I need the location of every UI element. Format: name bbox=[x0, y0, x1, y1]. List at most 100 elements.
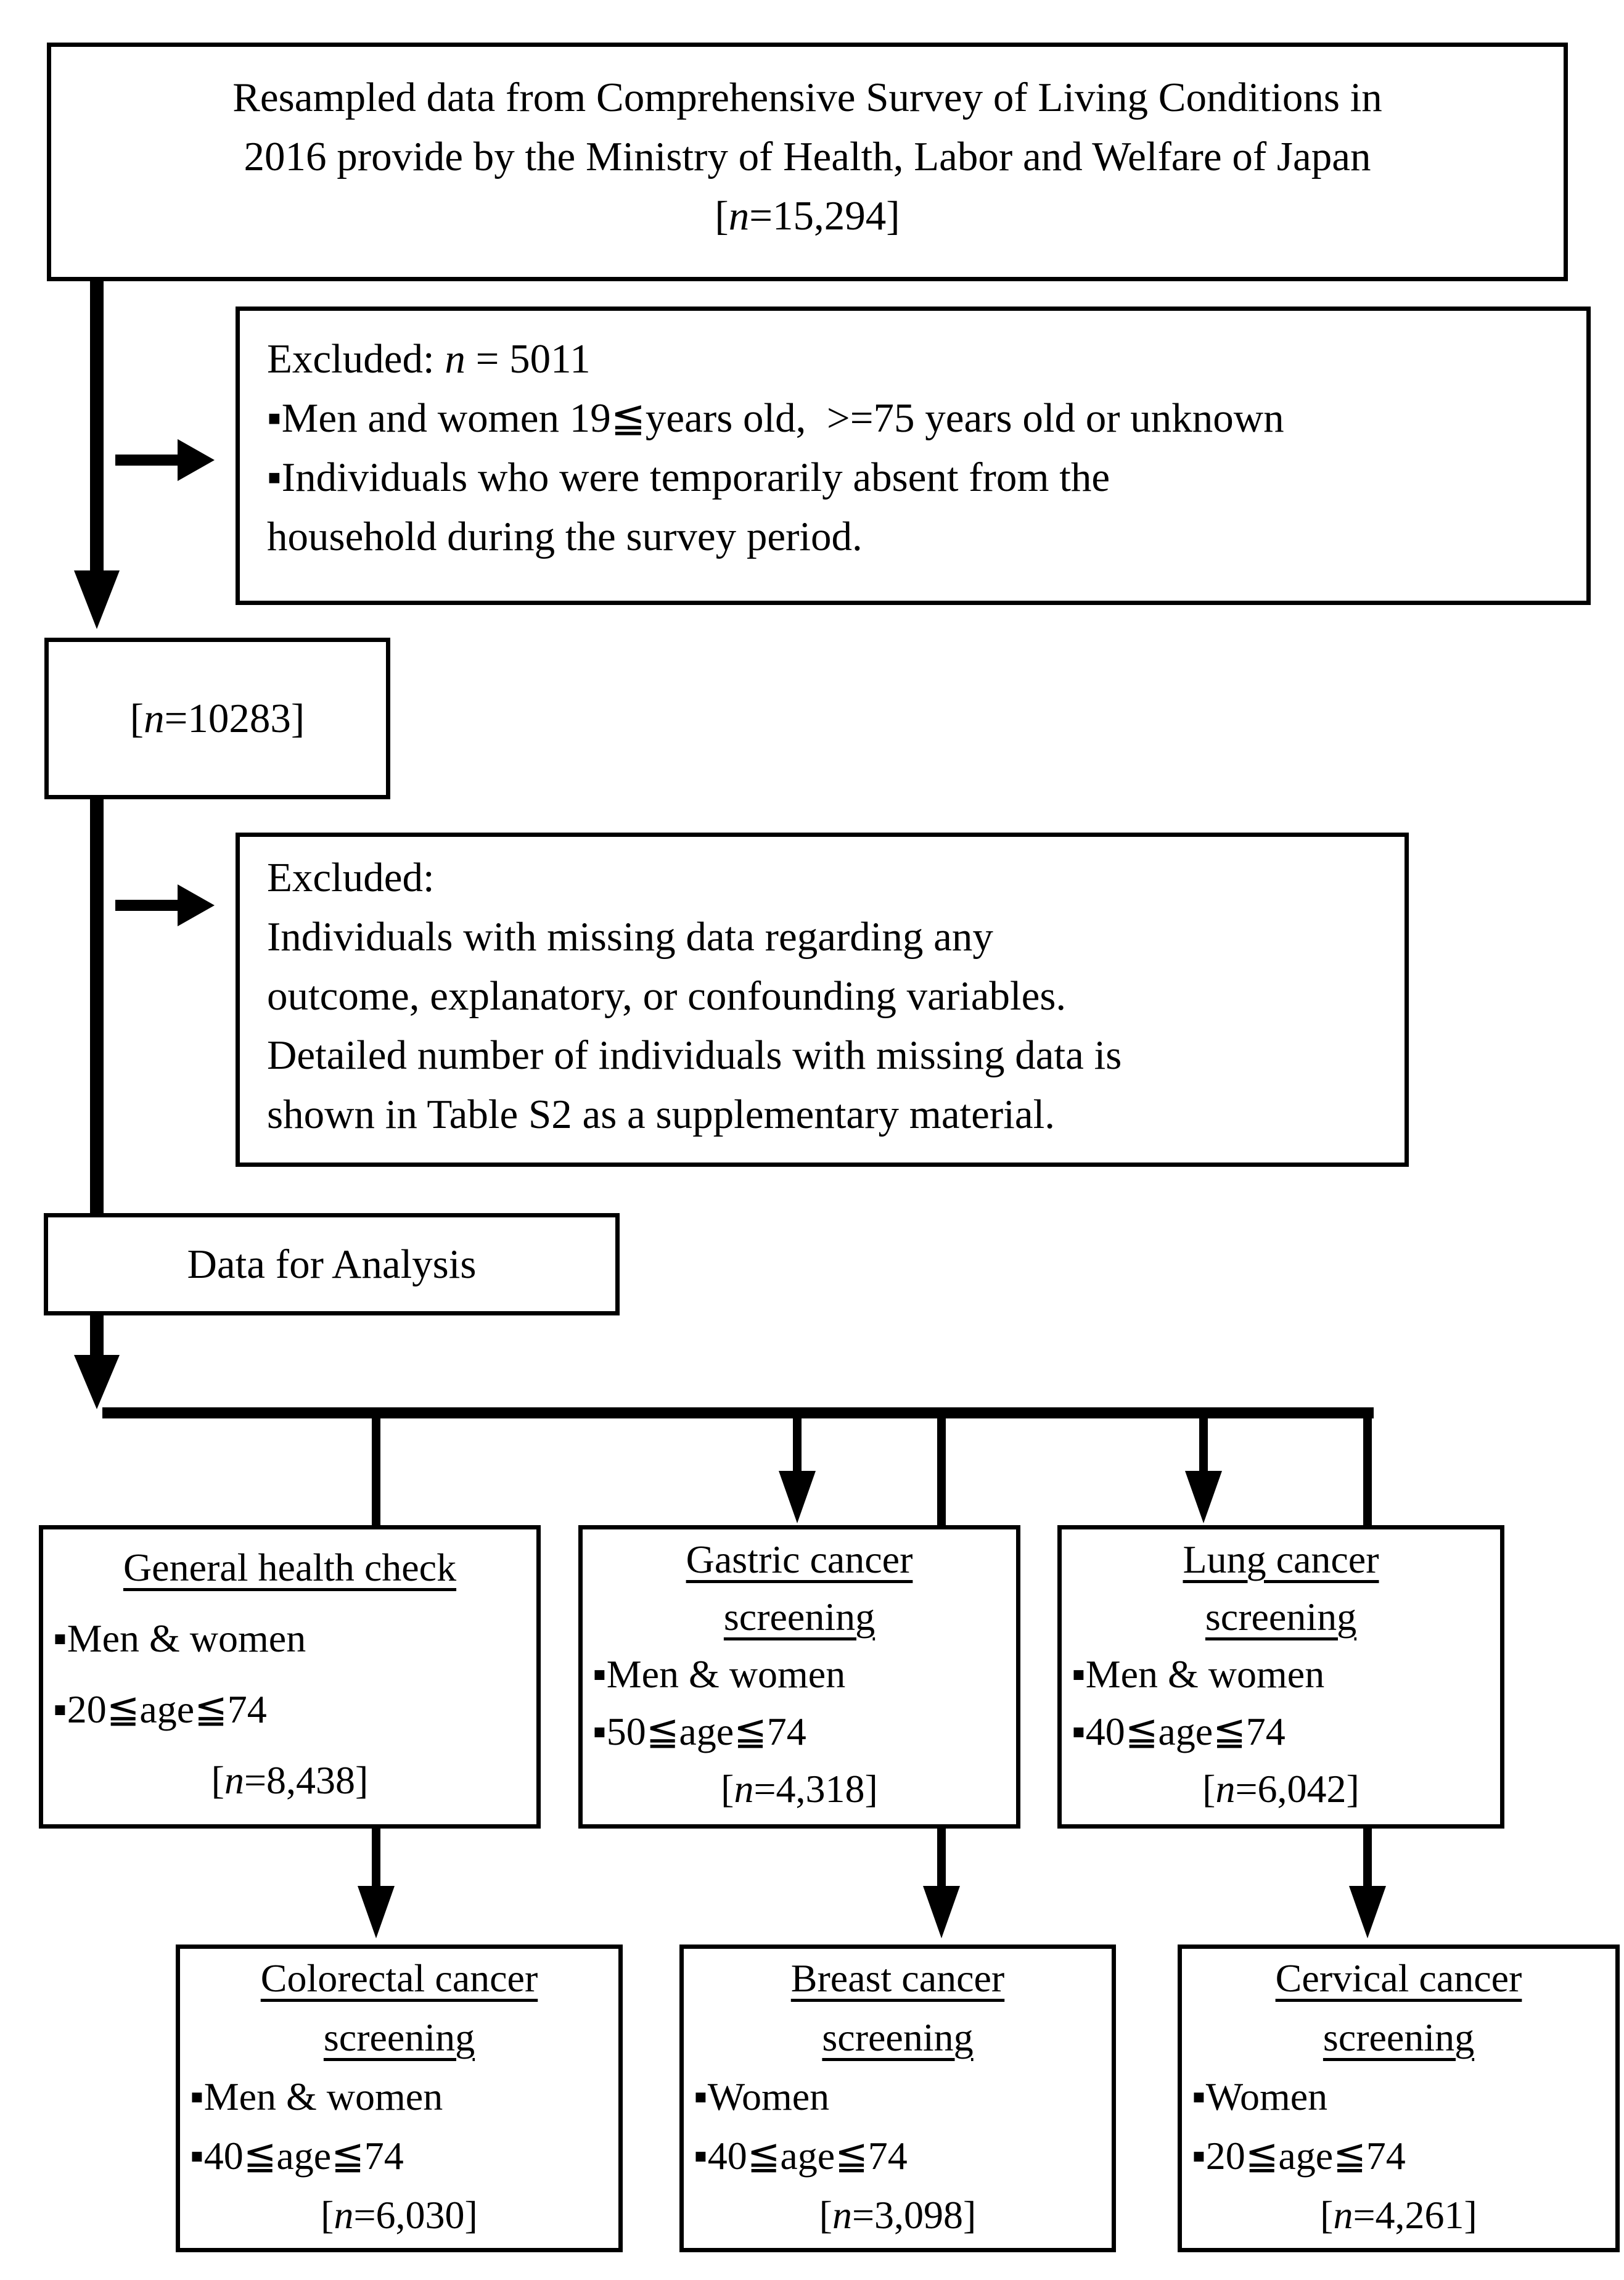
arrowhead-down-icon bbox=[779, 1471, 816, 1523]
box-title: Breast cancer bbox=[790, 1956, 1005, 2000]
n-label-rest: =10283] bbox=[164, 696, 305, 741]
n-label-open: [ bbox=[715, 193, 729, 239]
n-label-var: n bbox=[224, 1758, 244, 1802]
box-title: Colorectal cancer bbox=[260, 1956, 538, 2000]
gastric-cancer-screening-box: Gastric cancer screening ▪Men & women ▪5… bbox=[578, 1525, 1020, 1829]
excluded1-line: household during the survey period. bbox=[267, 514, 863, 559]
n-label-var: n bbox=[734, 1767, 754, 1811]
excluded2-line: shown in Table S2 as a supplementary mat… bbox=[267, 1092, 1055, 1137]
box-n-label: [n=4,261] bbox=[1182, 2186, 1615, 2245]
box-item: ▪Women bbox=[1192, 2075, 1328, 2118]
box-title: Lung cancer bbox=[1183, 1537, 1379, 1581]
arrow-to-excluded-1 bbox=[115, 455, 179, 466]
box-item: ▪50≦age≦74 bbox=[593, 1710, 806, 1753]
branch-bar bbox=[102, 1407, 1374, 1418]
n-label-var: n bbox=[728, 193, 750, 239]
connector-bar-to-gastric-right bbox=[937, 1416, 946, 1527]
box-item: ▪Men & women bbox=[190, 2075, 443, 2118]
box-n-label: [n=4,318] bbox=[583, 1760, 1016, 1817]
breast-cancer-screening-box: Breast cancer screening ▪Women ▪40≦age≦7… bbox=[679, 1945, 1116, 2252]
arrowhead-right-icon bbox=[178, 439, 215, 481]
connector-bar-to-general-health-check bbox=[372, 1416, 380, 1527]
box-title: screening bbox=[1323, 2015, 1475, 2059]
excluded1-heading-post: = 5011 bbox=[465, 336, 591, 382]
arrowhead-down-icon bbox=[358, 1886, 395, 1938]
n-label-rest: =6,030] bbox=[353, 2193, 478, 2237]
box-item: ▪40≦age≦74 bbox=[694, 2134, 908, 2178]
cervical-cancer-screening-box: Cervical cancer screening ▪Women ▪20≦age… bbox=[1178, 1945, 1620, 2252]
lung-cancer-screening-box: Lung cancer screening ▪Men & women ▪40≦a… bbox=[1057, 1525, 1504, 1829]
box-item: ▪Men & women bbox=[53, 1616, 306, 1660]
arrowhead-down-icon bbox=[1185, 1471, 1222, 1523]
n10283-box: [n=10283] bbox=[44, 638, 390, 799]
excluded1-line: ▪Individuals who were temporarily absent… bbox=[267, 455, 1110, 500]
box-title: Gastric cancer bbox=[686, 1537, 913, 1581]
box-item: ▪20≦age≦74 bbox=[1192, 2134, 1406, 2178]
box-n-label: [n=6,030] bbox=[180, 2186, 618, 2245]
box-title: screening bbox=[723, 1595, 876, 1639]
arrow-bar-to-lung bbox=[1199, 1416, 1208, 1473]
arrow-source-to-n10283 bbox=[90, 277, 104, 573]
excluded1-heading-var: n bbox=[445, 336, 465, 382]
source-n-label: [n=15,294] bbox=[51, 186, 1564, 245]
source-line-1: Resampled data from Comprehensive Survey… bbox=[232, 75, 1382, 120]
box-title: screening bbox=[1205, 1595, 1357, 1639]
box-title: General health check bbox=[123, 1545, 457, 1589]
box-n-label: [n=6,042] bbox=[1062, 1760, 1500, 1817]
box-item: ▪20≦age≦74 bbox=[53, 1687, 267, 1731]
excluded2-line: Detailed number of individuals with miss… bbox=[267, 1032, 1122, 1078]
arrow-to-excluded-2 bbox=[115, 900, 179, 911]
arrowhead-down-icon bbox=[923, 1886, 960, 1938]
n-label-var: n bbox=[1215, 1767, 1236, 1811]
box-item: ▪40≦age≦74 bbox=[1072, 1710, 1286, 1753]
source-line-2: 2016 provide by the Ministry of Health, … bbox=[244, 134, 1371, 179]
n10283-label: [n=10283] bbox=[130, 689, 305, 748]
arrow-lung-to-cervical bbox=[1363, 1824, 1372, 1887]
n-label-open: [ bbox=[819, 2193, 832, 2237]
arrow-data-to-branch bbox=[90, 1313, 104, 1356]
excluded2-heading: Excluded: bbox=[267, 855, 435, 900]
arrow-bar-to-gastric bbox=[793, 1416, 802, 1473]
excluded2-line: outcome, explanatory, or confounding var… bbox=[267, 973, 1067, 1019]
box-title: screening bbox=[822, 2015, 974, 2059]
n-label-var: n bbox=[144, 696, 165, 741]
excluded1-line: ▪Men and women 19≦years old, >=75 years … bbox=[267, 395, 1284, 441]
n-label-var: n bbox=[832, 2193, 852, 2237]
box-item: ▪Men & women bbox=[593, 1652, 846, 1696]
arrow-gastric-to-breast bbox=[937, 1824, 946, 1887]
n-label-var: n bbox=[1333, 2193, 1353, 2237]
n-label-open: [ bbox=[721, 1767, 734, 1811]
n-label-open: [ bbox=[1320, 2193, 1334, 2237]
box-item: ▪40≦age≦74 bbox=[190, 2134, 404, 2178]
arrowhead-right-icon bbox=[178, 884, 215, 926]
box-n-label: [n=8,438] bbox=[43, 1745, 536, 1816]
n-label-open: [ bbox=[129, 696, 144, 741]
general-health-check-box: General health check ▪Men & women ▪20≦ag… bbox=[39, 1525, 541, 1829]
n-label-open: [ bbox=[1202, 1767, 1216, 1811]
connector-bar-to-lung-right bbox=[1363, 1416, 1372, 1527]
box-item: ▪Women bbox=[694, 2075, 830, 2118]
n-label-rest: =8,438] bbox=[244, 1758, 369, 1802]
n-label-rest: =4,261] bbox=[1353, 2193, 1477, 2237]
connector-n10283-to-data bbox=[90, 796, 104, 1216]
n-label-open: [ bbox=[321, 2193, 334, 2237]
excluded-box-1: Excluded: n = 5011 ▪Men and women 19≦yea… bbox=[236, 307, 1591, 605]
arrow-general-to-colorectal bbox=[372, 1824, 380, 1887]
arrowhead-down-icon bbox=[1349, 1886, 1386, 1938]
box-n-label: [n=3,098] bbox=[684, 2186, 1112, 2245]
arrowhead-down-icon bbox=[74, 1355, 120, 1409]
n-label-rest: =6,042] bbox=[1235, 1767, 1359, 1811]
box-item: ▪Men & women bbox=[1072, 1652, 1325, 1696]
box-title: Cervical cancer bbox=[1275, 1956, 1522, 2000]
n-label-rest: =3,098] bbox=[851, 2193, 977, 2237]
n-label-var: n bbox=[334, 2193, 354, 2237]
data-for-analysis-box: Data for Analysis bbox=[44, 1213, 620, 1315]
n-label-open: [ bbox=[211, 1758, 224, 1802]
excluded1-heading: Excluded: n = 5011 bbox=[267, 329, 1559, 389]
n-label-rest: =4,318] bbox=[753, 1767, 878, 1811]
arrowhead-down-icon bbox=[74, 570, 120, 629]
n-label-rest: =15,294] bbox=[749, 193, 900, 239]
excluded1-heading-pre: Excluded: bbox=[267, 336, 445, 382]
excluded-box-2: Excluded: Individuals with missing data … bbox=[236, 833, 1409, 1167]
source-box: Resampled data from Comprehensive Survey… bbox=[47, 43, 1568, 281]
